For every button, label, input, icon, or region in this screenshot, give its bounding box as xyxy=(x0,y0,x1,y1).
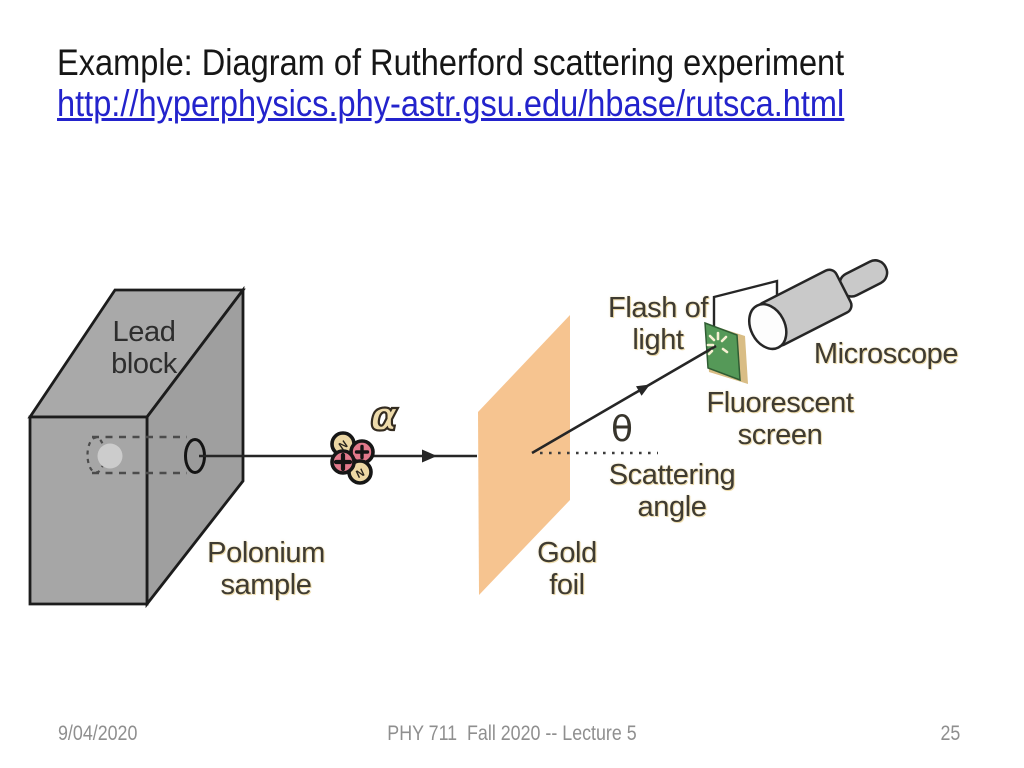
microscope-lens xyxy=(747,302,788,351)
polonium-sample-blob xyxy=(97,443,123,469)
gold-foil-label: Gold foil xyxy=(537,537,597,601)
source-tunnel xyxy=(86,435,206,475)
lead-block-label: Lead block xyxy=(111,316,177,380)
proton-plus-icon xyxy=(333,444,370,472)
link-line: http://hyperphysics.phy-astr.gsu.edu/hba… xyxy=(57,83,844,124)
microscope-shape xyxy=(747,259,889,351)
fluorescent-screen-shape xyxy=(704,321,748,384)
polonium-sample-label: Polonium sample xyxy=(207,537,325,601)
hyperlink[interactable]: http://hyperphysics.phy-astr.gsu.edu/hba… xyxy=(57,83,845,124)
fluorescent-screen-label: Fluorescent screen xyxy=(706,387,854,451)
ray-arrowhead xyxy=(636,384,650,396)
page-title: Example: Diagram of Rutherford scatterin… xyxy=(57,42,845,83)
gold-foil-shape xyxy=(478,315,570,595)
beam-arrowhead xyxy=(422,449,437,463)
theta-symbol: θ xyxy=(610,409,634,450)
footer-page-number: 25 xyxy=(940,722,960,745)
title-block: Example: Diagram of Rutherford scatterin… xyxy=(57,42,844,124)
footer-date: 9/04/2020 xyxy=(58,722,138,745)
footer-course: PHY 711 Fall 2020 -- Lecture 5 xyxy=(387,722,637,745)
flash-sparkle-icon xyxy=(706,331,729,356)
scattering-angle-label: Scattering angle xyxy=(608,459,736,523)
scattered-ray xyxy=(531,344,717,455)
flash-of-light-label: Flash of light xyxy=(608,292,708,356)
alpha-symbol: α xyxy=(369,393,399,441)
alpha-particle: N N xyxy=(330,431,375,485)
microscope-label: Microscope xyxy=(813,338,959,370)
